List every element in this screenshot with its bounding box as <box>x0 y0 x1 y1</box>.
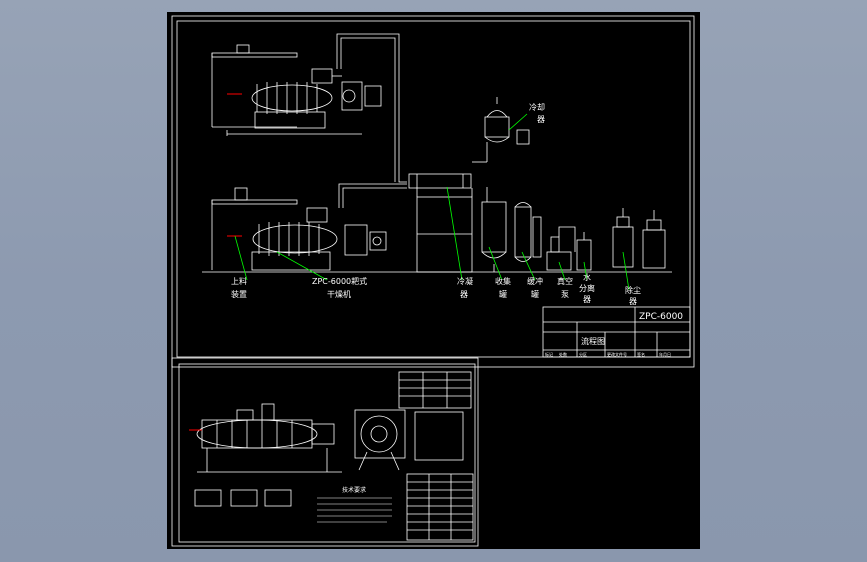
dryer-unit-bottom <box>211 187 387 271</box>
detail-views <box>194 489 292 507</box>
leader-dust <box>622 251 630 291</box>
dust-collector-1 <box>612 208 634 268</box>
label-buffer-2: 罐 <box>531 289 539 299</box>
vapor-pipe-bottom <box>338 183 407 208</box>
main-inner-frame <box>176 20 691 358</box>
leader-cooler <box>508 113 528 131</box>
label-dryer-suffix: 干燥机 <box>327 289 351 299</box>
drawing-sheet: 上料 装置 ZPC-6000耙式 干燥机 冷凝 器 收集 罐 缓冲 罐 真空 泵… <box>167 12 700 549</box>
spec-table <box>398 371 472 461</box>
title-block <box>542 306 691 358</box>
lower-drawing-inner-frame <box>178 363 476 543</box>
label-water-2: 分离 <box>579 283 595 293</box>
label-collector-1: 收集 <box>495 276 511 286</box>
model-label: ZPC-6000 <box>639 312 683 322</box>
vacuum-pump <box>546 226 576 271</box>
cooling-tank <box>472 97 530 163</box>
leader-buffer <box>521 251 536 281</box>
parts-table <box>406 473 474 541</box>
label-feed-1: 上料 <box>231 276 247 286</box>
label-condenser-1: 冷凝 <box>457 276 473 286</box>
title-cell-4: 更改文件号 <box>607 351 627 357</box>
collector-tank <box>481 187 507 272</box>
label-cooler-1: 冷却 <box>529 102 545 112</box>
condenser <box>408 173 473 273</box>
lower-drawing-frame <box>171 357 479 547</box>
label-condenser-2: 器 <box>460 290 468 299</box>
label-vacuum-1: 真空 <box>557 276 573 286</box>
vapor-pipe-top <box>336 33 407 183</box>
leader-water <box>583 261 588 281</box>
dust-collector-2 <box>642 210 666 269</box>
leader-condenser <box>446 186 463 281</box>
label-cooler-2: 器 <box>537 115 545 124</box>
leader-dryer <box>276 251 328 281</box>
leader-feed <box>234 235 248 281</box>
title-cell-5: 签名 <box>637 351 645 357</box>
title-cell-6: 年月日 <box>659 351 671 357</box>
label-feed-2: 装置 <box>231 289 247 299</box>
title-cell-3: 分区 <box>579 351 587 357</box>
buffer-tank <box>514 202 542 262</box>
notes-block <box>317 497 392 523</box>
label-dust-2: 器 <box>629 297 637 306</box>
label-vacuum-2: 泵 <box>561 290 569 299</box>
dryer-unit-top <box>211 44 382 136</box>
label-dryer-name: ZPC-6000耙式 <box>312 276 367 286</box>
section-view <box>354 409 406 471</box>
leader-collector <box>488 246 503 281</box>
title-block-name: 流程图 <box>581 336 605 346</box>
tech-req-label: 技术要求 <box>342 486 366 494</box>
label-buffer-1: 缓冲 <box>527 276 543 286</box>
assembly-view <box>196 403 342 473</box>
label-water-1: 水 <box>583 272 591 282</box>
leader-vacuum <box>558 261 566 281</box>
main-outer-frame <box>171 15 695 368</box>
water-separator <box>576 232 592 271</box>
label-collector-2: 罐 <box>499 289 507 299</box>
title-cell-1: 标记 <box>545 351 553 357</box>
label-water-3: 器 <box>583 295 591 304</box>
label-dust-1: 除尘 <box>625 285 641 295</box>
title-cell-2: 处数 <box>559 351 567 357</box>
